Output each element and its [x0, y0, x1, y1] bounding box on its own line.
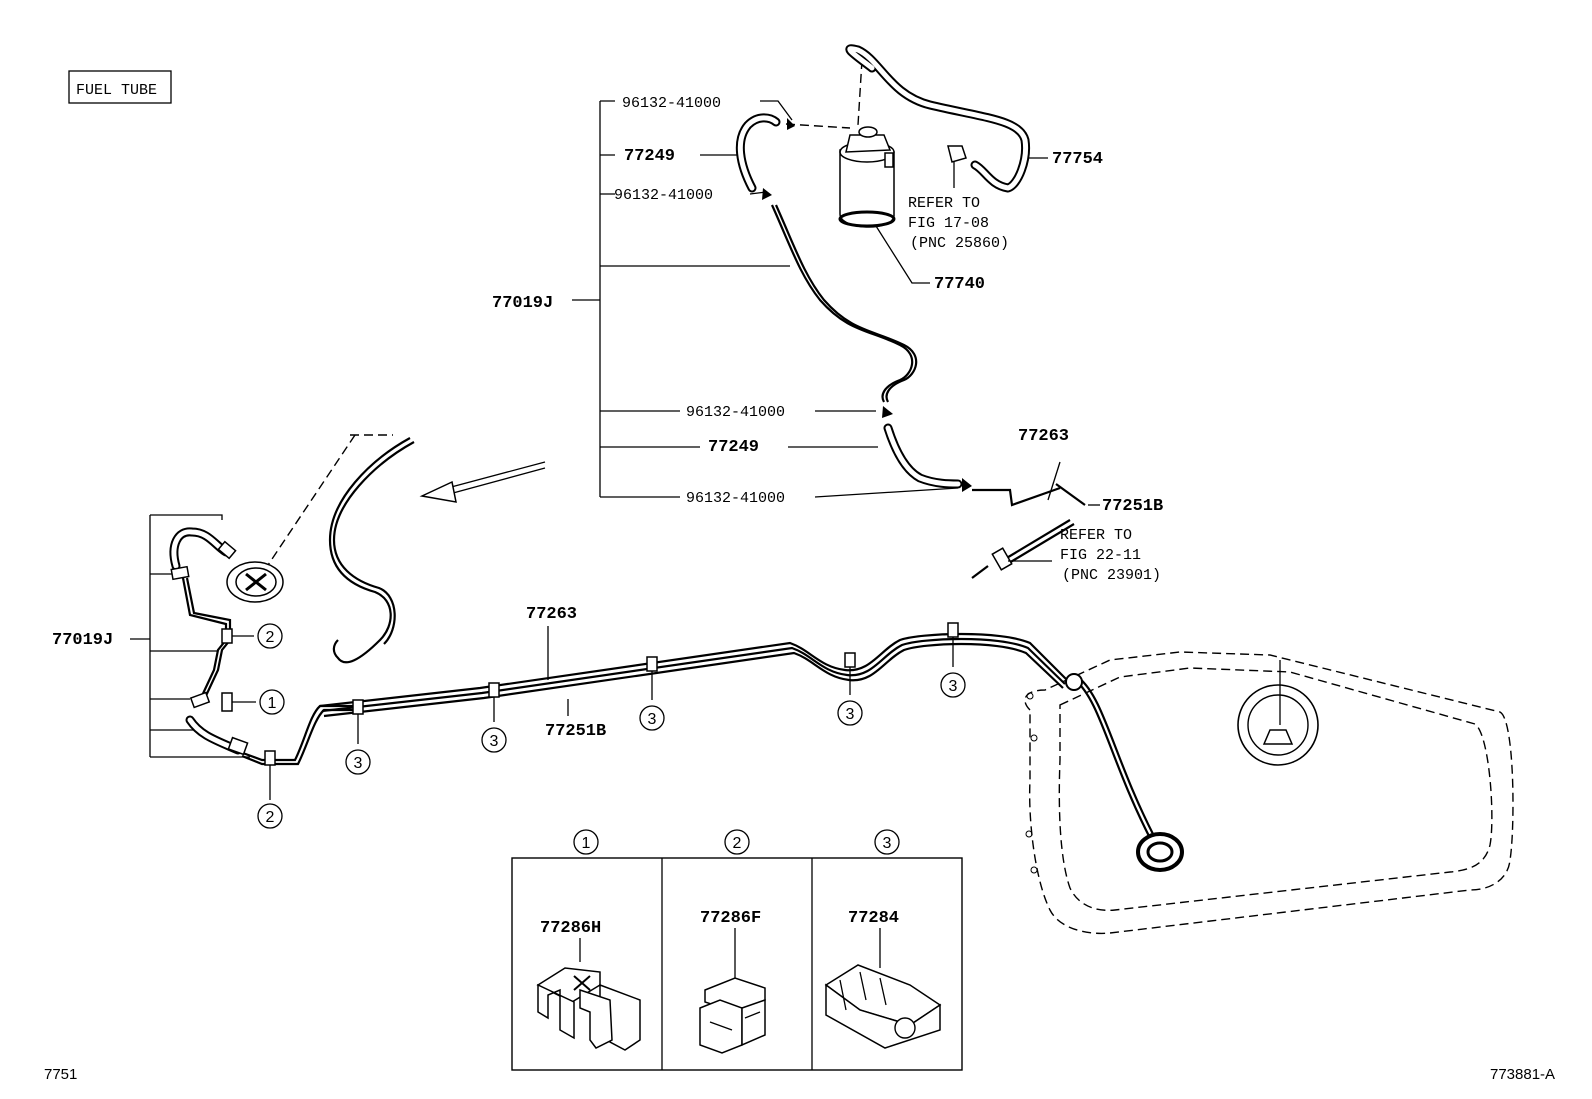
clip-3-icon	[352, 699, 364, 715]
tube-77263-mid-callout: 77263	[526, 605, 577, 624]
ref-1-line-1: REFER TO	[908, 195, 980, 212]
clip-3-icon	[844, 652, 856, 668]
clip-marker-3-text: 3	[846, 706, 855, 723]
clamp-callout-1: 96132-41000	[622, 95, 721, 112]
clip-77286h-icon	[536, 967, 641, 1051]
hose-upper-callout: 77249	[624, 147, 675, 166]
clip-marker-3-text: 3	[648, 711, 657, 728]
legend-part-2: 77286F	[700, 909, 761, 928]
legend-marker-2-text: 2	[733, 835, 742, 852]
tube-77251b-right-callout: 77251B	[1102, 497, 1163, 516]
clip-marker-2: 2	[257, 623, 283, 649]
legend-marker-3-text: 3	[883, 835, 892, 852]
figure-code: 773881-A	[1490, 1066, 1555, 1083]
legend-marker-2: 2	[724, 829, 750, 855]
direction-arrow-icon	[419, 461, 546, 503]
section-label: FUEL TUBE	[76, 82, 157, 99]
reference-note-2: REFER TO FIG 22-11 (PNC 23901)	[1060, 527, 1161, 584]
clamp-callout-3: 96132-41000	[686, 404, 785, 421]
clip-1-icon	[221, 692, 233, 712]
assembly-upper-callout: 77019J	[492, 294, 553, 313]
clip-marker-3: 3	[639, 705, 665, 731]
legend-marker-3: 3	[874, 829, 900, 855]
upper-assembly-group	[572, 44, 1086, 579]
assembly-left-callout: 77019J	[52, 631, 113, 650]
clamp-icon	[217, 540, 237, 560]
clip-3-icon	[488, 682, 500, 698]
clip-marker-2: 2	[257, 803, 283, 829]
clip-77284-icon	[824, 964, 942, 1049]
clip-marker-3: 3	[481, 727, 507, 753]
clamp-icon	[882, 406, 893, 418]
clip-3-icon	[646, 656, 658, 672]
page-code: 7751	[44, 1066, 77, 1083]
tube-77251b-mid-callout: 77251B	[545, 722, 606, 741]
clip-marker-3-text: 3	[949, 678, 958, 695]
clip-marker-3: 3	[940, 672, 966, 698]
left-assembly-group	[130, 514, 362, 800]
clip-marker-3-text: 3	[490, 733, 499, 750]
tube-77263-right-callout: 77263	[1018, 427, 1069, 446]
clip-3-icon	[947, 622, 959, 638]
main-fuel-tube	[319, 622, 1068, 744]
charcoal-canister-icon	[838, 126, 896, 228]
canister-callout: 77740	[934, 275, 985, 294]
ref-2-line-3: (PNC 23901)	[1062, 567, 1161, 584]
ref-2-line-1: REFER TO	[1060, 527, 1132, 544]
clip-marker-2-text: 2	[266, 809, 275, 826]
clamp-icon	[227, 736, 249, 756]
clip-2-icon	[264, 750, 276, 766]
legend-marker-1: 1	[573, 829, 599, 855]
reference-note-1: REFER TO FIG 17-08 (PNC 25860)	[908, 195, 1009, 252]
legend-part-3: 77284	[848, 909, 899, 928]
clip-marker-3: 3	[837, 700, 863, 726]
section-label-box: FUEL TUBE	[68, 70, 172, 104]
clip-marker-3-text: 3	[354, 755, 363, 772]
clamp-callout-4: 96132-41000	[686, 490, 785, 507]
clamp-icon	[787, 118, 795, 130]
fuel-tank-outline	[1024, 651, 1514, 935]
clip-marker-1: 1	[259, 689, 285, 715]
canister-hose-callout: 77754	[1052, 150, 1103, 169]
clip-marker-3: 3	[345, 749, 371, 775]
ref-1-line-2: FIG 17-08	[908, 215, 989, 232]
ref-2-line-2: FIG 22-11	[1060, 547, 1141, 564]
clip-2-icon	[221, 628, 233, 644]
clamp-icon	[189, 691, 211, 709]
clamp-icon	[962, 478, 972, 492]
canister-connector-icon	[947, 145, 967, 163]
clamp-icon	[170, 565, 190, 581]
hose-lower-callout: 77249	[708, 438, 759, 457]
clip-legend: 1 2 3 77286H 77286F 77284	[511, 829, 963, 1071]
clamp-callout-2: 96132-41000	[614, 187, 713, 204]
clip-77286f-icon	[699, 977, 766, 1054]
legend-marker-1-text: 1	[582, 835, 591, 852]
legend-part-1: 77286H	[540, 919, 601, 938]
clamp-icon	[762, 188, 772, 200]
clip-marker-2-text: 2	[266, 629, 275, 646]
filler-neck-icon	[226, 561, 284, 603]
ref-1-line-3: (PNC 25860)	[910, 235, 1009, 252]
clip-marker-1-text: 1	[268, 695, 277, 712]
